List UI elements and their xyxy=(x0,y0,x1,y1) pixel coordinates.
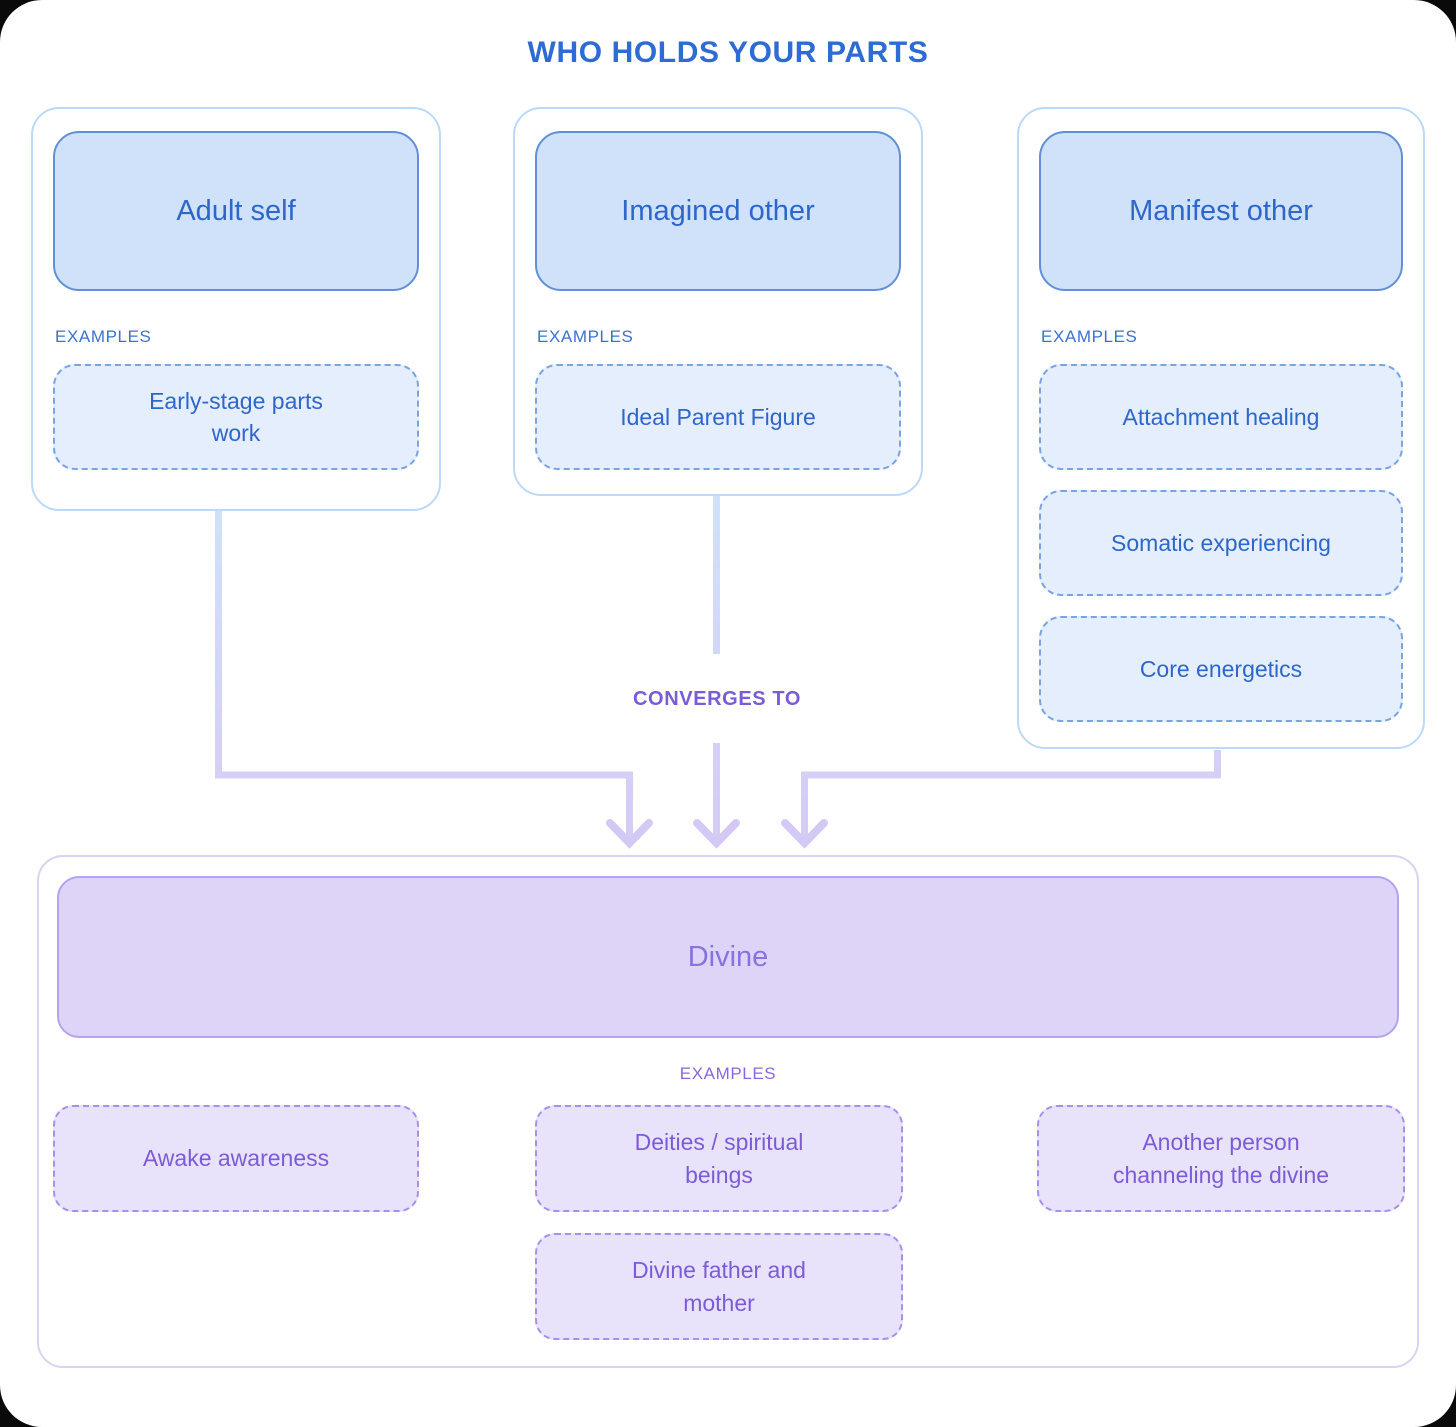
card-divine-header: Divine xyxy=(57,876,1399,1038)
example-attachment-healing: Attachment healing xyxy=(1039,364,1403,470)
connector-adult-self xyxy=(215,511,633,839)
arrowhead-middle-icon xyxy=(693,819,740,849)
card-imagined-other-header: Imagined other xyxy=(535,131,901,291)
example-core-energetics: Core energetics xyxy=(1039,616,1403,722)
card-manifest-other-header: Manifest other xyxy=(1039,131,1403,291)
examples-label: EXAMPLES xyxy=(55,327,152,346)
examples-label: EXAMPLES xyxy=(1041,327,1138,346)
arrowhead-left-icon xyxy=(606,819,653,849)
card-imagined-other: Imagined other EXAMPLES Ideal Parent Fig… xyxy=(513,107,923,496)
card-manifest-other: Manifest other EXAMPLES Attachment heali… xyxy=(1017,107,1425,749)
card-adult-self-header: Adult self xyxy=(53,131,419,291)
example-ideal-parent-figure: Ideal Parent Figure xyxy=(535,364,901,470)
converges-to-label: CONVERGES TO xyxy=(633,688,801,710)
example-deities-spiritual-beings: Deities / spiritual beings xyxy=(535,1105,903,1212)
examples-label: EXAMPLES xyxy=(537,327,634,346)
page-title: WHO HOLDS YOUR PARTS xyxy=(527,36,929,69)
example-awake-awareness: Awake awareness xyxy=(53,1105,419,1212)
example-somatic-experiencing: Somatic experiencing xyxy=(1039,490,1403,596)
example-divine-father-and-mother: Divine father and mother xyxy=(535,1233,903,1340)
example-another-person-channeling: Another person channeling the divine xyxy=(1037,1105,1405,1212)
card-adult-self: Adult self EXAMPLES Early-stage parts wo… xyxy=(31,107,441,511)
card-divine: Divine EXAMPLES Awake awareness Deities … xyxy=(37,855,1419,1368)
connector-manifest-other xyxy=(801,750,1221,839)
examples-label: EXAMPLES xyxy=(679,1064,777,1083)
arrowhead-right-icon xyxy=(781,819,828,849)
example-early-stage-parts-work: Early-stage parts work xyxy=(53,364,419,470)
